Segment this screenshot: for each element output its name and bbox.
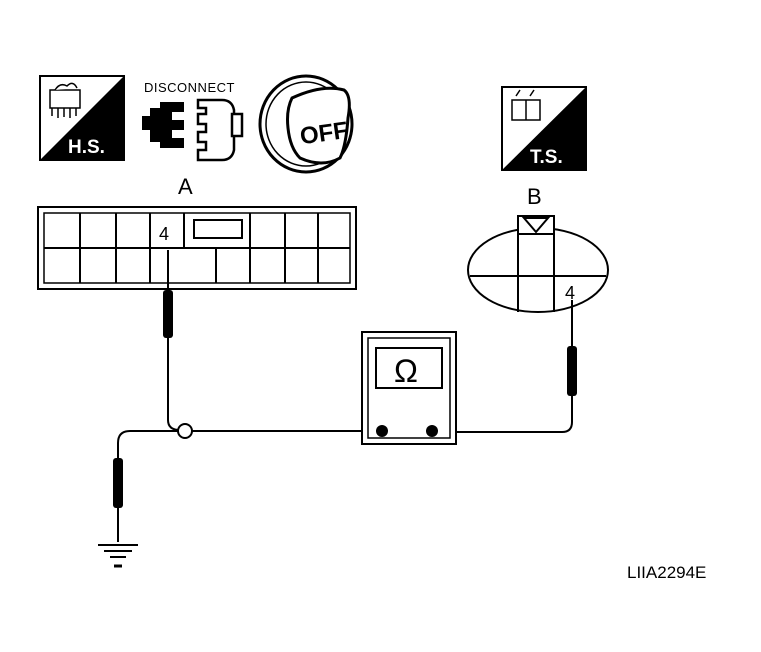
connector-a-pin: 4 <box>159 224 169 244</box>
terminal-side-icon: T.S. <box>501 86 587 171</box>
ignition-off-icon: OFF <box>258 74 354 174</box>
connector-half-right <box>196 98 236 162</box>
ohm-symbol: Ω <box>394 353 418 389</box>
disconnect-label: DISCONNECT <box>144 80 235 95</box>
figure-code: LIIA2294E <box>627 563 706 582</box>
connector-b-label: B <box>527 184 542 209</box>
hand-connector-icon <box>49 82 81 118</box>
probe-a <box>163 250 181 431</box>
ohmmeter: Ω <box>192 331 457 445</box>
hs-label: H.S. <box>68 137 105 158</box>
probe-b <box>432 300 577 433</box>
connector-b-pin: 4 <box>565 283 575 303</box>
terminal-connector-icon <box>511 89 541 121</box>
ts-label: T.S. <box>530 147 563 168</box>
ground-lead <box>113 423 193 542</box>
connector-half-left <box>142 102 184 148</box>
harness-side-icon: H.S. <box>39 75 125 161</box>
meter-terminal-com <box>376 425 388 437</box>
meter-terminal-v <box>426 425 438 437</box>
junction-point <box>177 423 193 439</box>
ground-icon <box>98 544 138 568</box>
off-label: OFF <box>298 117 349 150</box>
disconnect-icon: DISCONNECT <box>142 80 244 162</box>
connector-b: B 4 <box>467 184 609 313</box>
connector-a: A 4 <box>37 174 357 290</box>
connector-a-label: A <box>178 174 193 199</box>
